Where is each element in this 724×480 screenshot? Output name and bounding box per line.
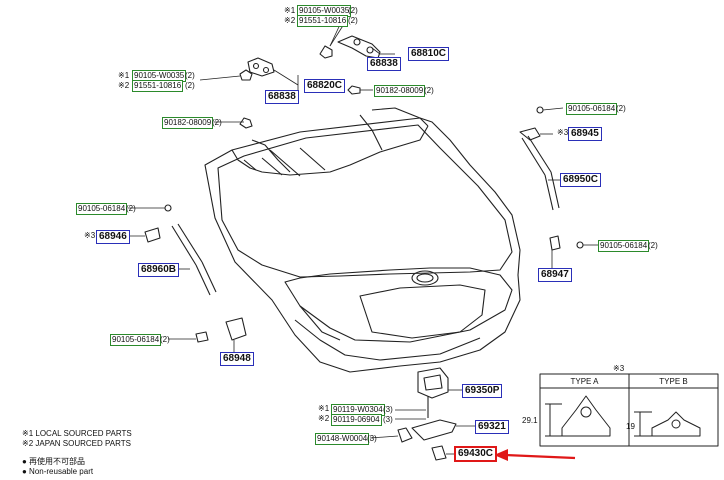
hardware-qty: (3) [383,415,393,424]
hardware-90182-08009[interactable]: 90182-08009 [374,85,426,97]
gas-strut-left [144,204,247,343]
hardware-qty: (2) [348,6,358,15]
part-68947[interactable]: 68947 [538,268,572,282]
mark-japan: ※2 [284,16,296,25]
hardware-90105-06184[interactable]: 90105-06184 [76,203,128,215]
hardware-qty: (2) [616,104,626,113]
hardware-qty: (2) [126,204,136,213]
part-69350P[interactable]: 69350P [462,384,503,398]
hardware-qty: (2) [160,335,170,344]
hardware-qty: (3) [367,434,377,443]
part-68960B[interactable]: 68960B [138,263,180,277]
legend-local-sourced: ※1 LOCAL SOURCED PARTS [22,429,132,438]
part-68950C[interactable]: 68950C [560,173,602,187]
mark-japan: ※2 [318,414,330,423]
table-mark: ※3 [613,364,625,373]
hardware-90105-06184[interactable]: 90105-06184 [566,103,618,115]
hardware-90148-W0004[interactable]: 90148-W0004 [315,433,370,445]
part-69321[interactable]: 69321 [475,420,509,434]
mark-local: ※1 [284,6,296,15]
mark-local: ※1 [118,71,130,80]
hardware-qty: (2) [424,86,434,95]
hardware-qty: (2) [185,81,195,90]
type-a-header: TYPE A [570,377,599,386]
hardware-91551-10816[interactable]: 91551-10816 [132,80,184,92]
back-door-panel [204,107,521,373]
hinge-right-assembly [319,35,381,95]
part-68838[interactable]: 68838 [265,90,299,104]
mark-type: ※3 [84,231,96,240]
gas-strut-right [519,106,584,251]
hardware-qty: (2) [185,71,195,80]
type-b-dimension: 19 [626,422,635,431]
part-68810C[interactable]: 68810C [408,47,450,61]
hardware-90105-06184[interactable]: 90105-06184 [598,240,650,252]
type-a-dimension: 29.1 [522,416,538,425]
mark-japan: ※2 [118,81,130,90]
legend-non-reusable-jp: ● 再使用不可部品 [22,457,86,466]
hardware-qty: (2) [348,16,358,25]
mark-type: ※3 [557,128,569,137]
part-68948[interactable]: 68948 [220,352,254,366]
hardware-qty: (2) [648,241,658,250]
hardware-qty: (3) [383,405,393,414]
legend-non-reusable-en: ● Non-reusable part [22,467,94,476]
hardware-90182-08009[interactable]: 90182-08009 [162,117,214,129]
latch-assembly [397,367,457,461]
part-68945[interactable]: 68945 [568,127,602,141]
type-table [539,373,719,447]
hardware-90105-06184[interactable]: 90105-06184 [110,334,162,346]
leader-lines [125,15,599,455]
part-68946[interactable]: 68946 [96,230,130,244]
highlight-arrow [494,449,576,461]
part-69430C-highlighted[interactable]: 69430C [454,446,498,462]
part-68820C[interactable]: 68820C [304,79,346,93]
hinge-left-assembly [239,57,275,129]
legend-japan-sourced: ※2 JAPAN SOURCED PARTS [22,439,131,448]
hardware-90119-06904[interactable]: 90119-06904 [331,414,382,426]
part-68838[interactable]: 68838 [367,57,401,71]
type-b-header: TYPE B [659,377,688,386]
hardware-91551-10816[interactable]: 91551-10816 [297,15,349,27]
mark-local: ※1 [318,404,330,413]
hardware-qty: (2) [212,118,222,127]
